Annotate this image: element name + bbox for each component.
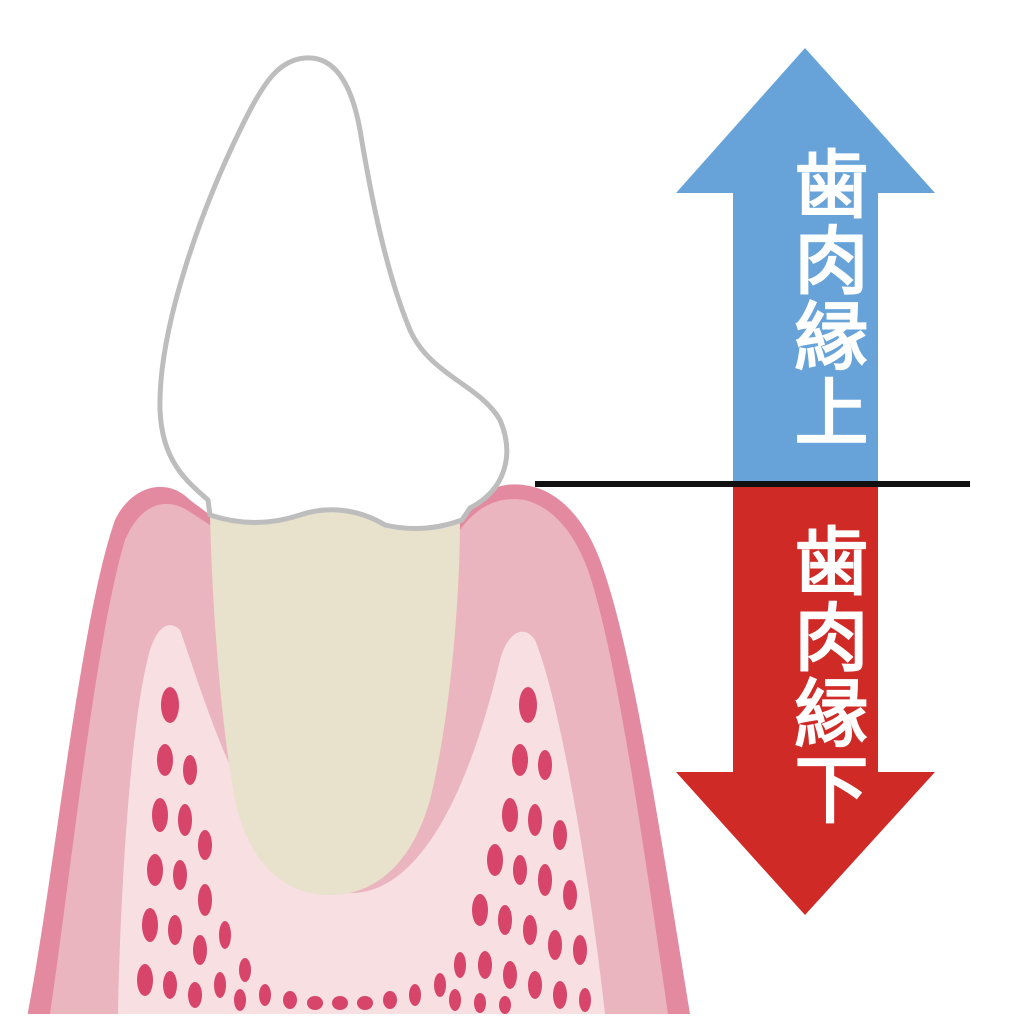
label-supragingival: 歯肉縁上 xyxy=(782,146,868,450)
arrow-up xyxy=(676,48,935,485)
label-subgingival: 歯肉縁下 xyxy=(782,523,868,827)
tooth-crown xyxy=(157,55,510,532)
arrow-down xyxy=(676,485,935,915)
tooth-root xyxy=(210,509,460,895)
bone-spots xyxy=(137,687,591,1014)
